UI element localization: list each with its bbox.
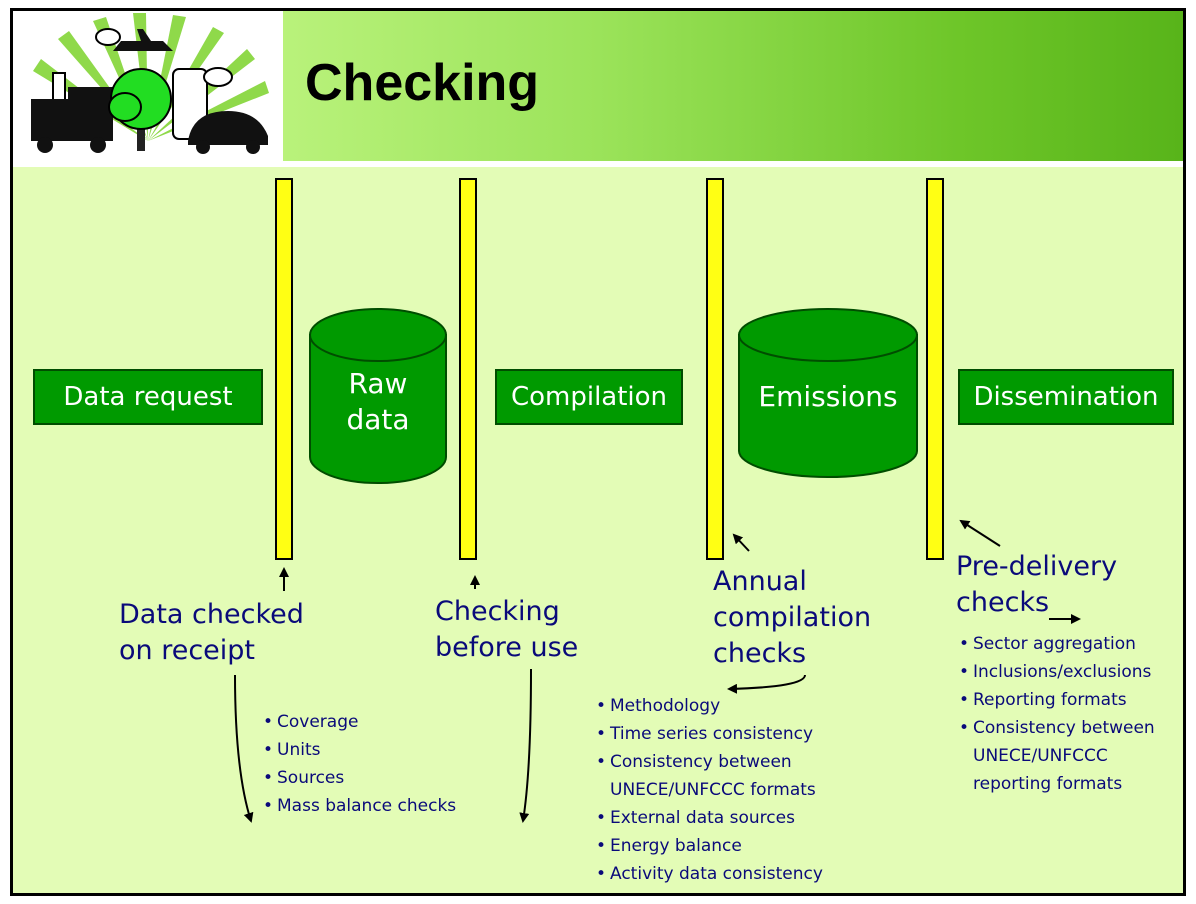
list-item: Sector aggregation	[959, 630, 1155, 658]
header: Checking	[13, 11, 1183, 161]
emissions-cylinder	[738, 308, 918, 478]
annual-check-label: Annual compilation checks	[713, 564, 871, 672]
list-item: Activity data consistency	[596, 860, 823, 888]
list-item: Reporting formats	[959, 686, 1155, 714]
pre-delivery-check-list: Sector aggregation Inclusions/exclusions…	[959, 630, 1155, 798]
before-use-check-bar	[459, 178, 477, 560]
annual-check-label-line3: checks	[713, 638, 807, 669]
receipt-check-label-line1: Data checked	[119, 599, 304, 630]
pre-delivery-check-label-line2: checks	[956, 587, 1050, 618]
list-item: Consistency between UNECE/UNFCCC formats	[596, 748, 823, 804]
data-request-box: Data request	[33, 369, 263, 425]
annual-check-bar	[706, 178, 724, 560]
logo	[13, 11, 283, 161]
list-item: Units	[263, 736, 456, 764]
list-item: Inclusions/exclusions	[959, 658, 1155, 686]
list-item: Methodology	[596, 692, 823, 720]
list-item: Consistency between UNECE/UNFCCC reporti…	[959, 714, 1155, 798]
receipt-check-list: Coverage Units Sources Mass balance chec…	[263, 708, 456, 820]
header-divider	[13, 161, 1183, 167]
pre-delivery-check-label-line1: Pre-delivery	[956, 551, 1118, 582]
list-item-line: Consistency between	[973, 718, 1155, 738]
raw-data-cylinder	[309, 308, 447, 484]
list-item: Mass balance checks	[263, 792, 456, 820]
environment-logo-icon	[31, 13, 269, 154]
before-use-list-arrow-icon	[519, 668, 532, 823]
page-title: Checking	[305, 54, 540, 112]
list-item: External data sources	[596, 804, 823, 832]
list-item: Energy balance	[596, 832, 823, 860]
receipt-check-bar	[275, 178, 293, 560]
annual-check-list: Methodology Time series consistency Cons…	[596, 692, 823, 888]
list-item-line: Consistency between	[610, 752, 792, 772]
annual-check-label-line2: compilation	[713, 602, 872, 633]
dissemination-box: Dissemination	[958, 369, 1174, 425]
annual-list-arrow-icon	[727, 674, 806, 694]
raw-data-label-line1: Raw	[348, 367, 408, 400]
pre-delivery-arrow-icon	[959, 519, 1001, 547]
receipt-check-label-line2: on receipt	[119, 635, 256, 666]
receipt-list-arrow-icon	[234, 674, 254, 823]
annual-check-label-line1: Annual	[713, 566, 807, 597]
raw-data-label: Raw data	[308, 366, 448, 438]
compilation-box: Compilation	[495, 369, 683, 425]
raw-data-label-line2: data	[346, 403, 410, 436]
list-item-line: UNECE/UNFCCC formats	[610, 780, 816, 800]
pre-delivery-check-bar	[926, 178, 944, 560]
list-item-line: UNECE/UNFCCC	[973, 746, 1108, 766]
slide: Checking Data request Compilation Dissem…	[10, 8, 1186, 896]
annual-arrow-icon	[732, 533, 750, 552]
pre-delivery-check-label: Pre-delivery checks	[956, 549, 1117, 621]
receipt-check-label: Data checked on receipt	[119, 597, 304, 669]
before-use-check-label-line1: Checking	[435, 596, 560, 627]
list-item: Time series consistency	[596, 720, 823, 748]
list-item-line: reporting formats	[973, 774, 1123, 794]
emissions-label: Emissions	[758, 380, 898, 413]
title-bar: Checking	[283, 11, 1183, 161]
list-item: Coverage	[263, 708, 456, 736]
before-use-check-label: Checking before use	[435, 594, 578, 666]
list-item: Sources	[263, 764, 456, 792]
before-use-check-label-line2: before use	[435, 632, 579, 663]
